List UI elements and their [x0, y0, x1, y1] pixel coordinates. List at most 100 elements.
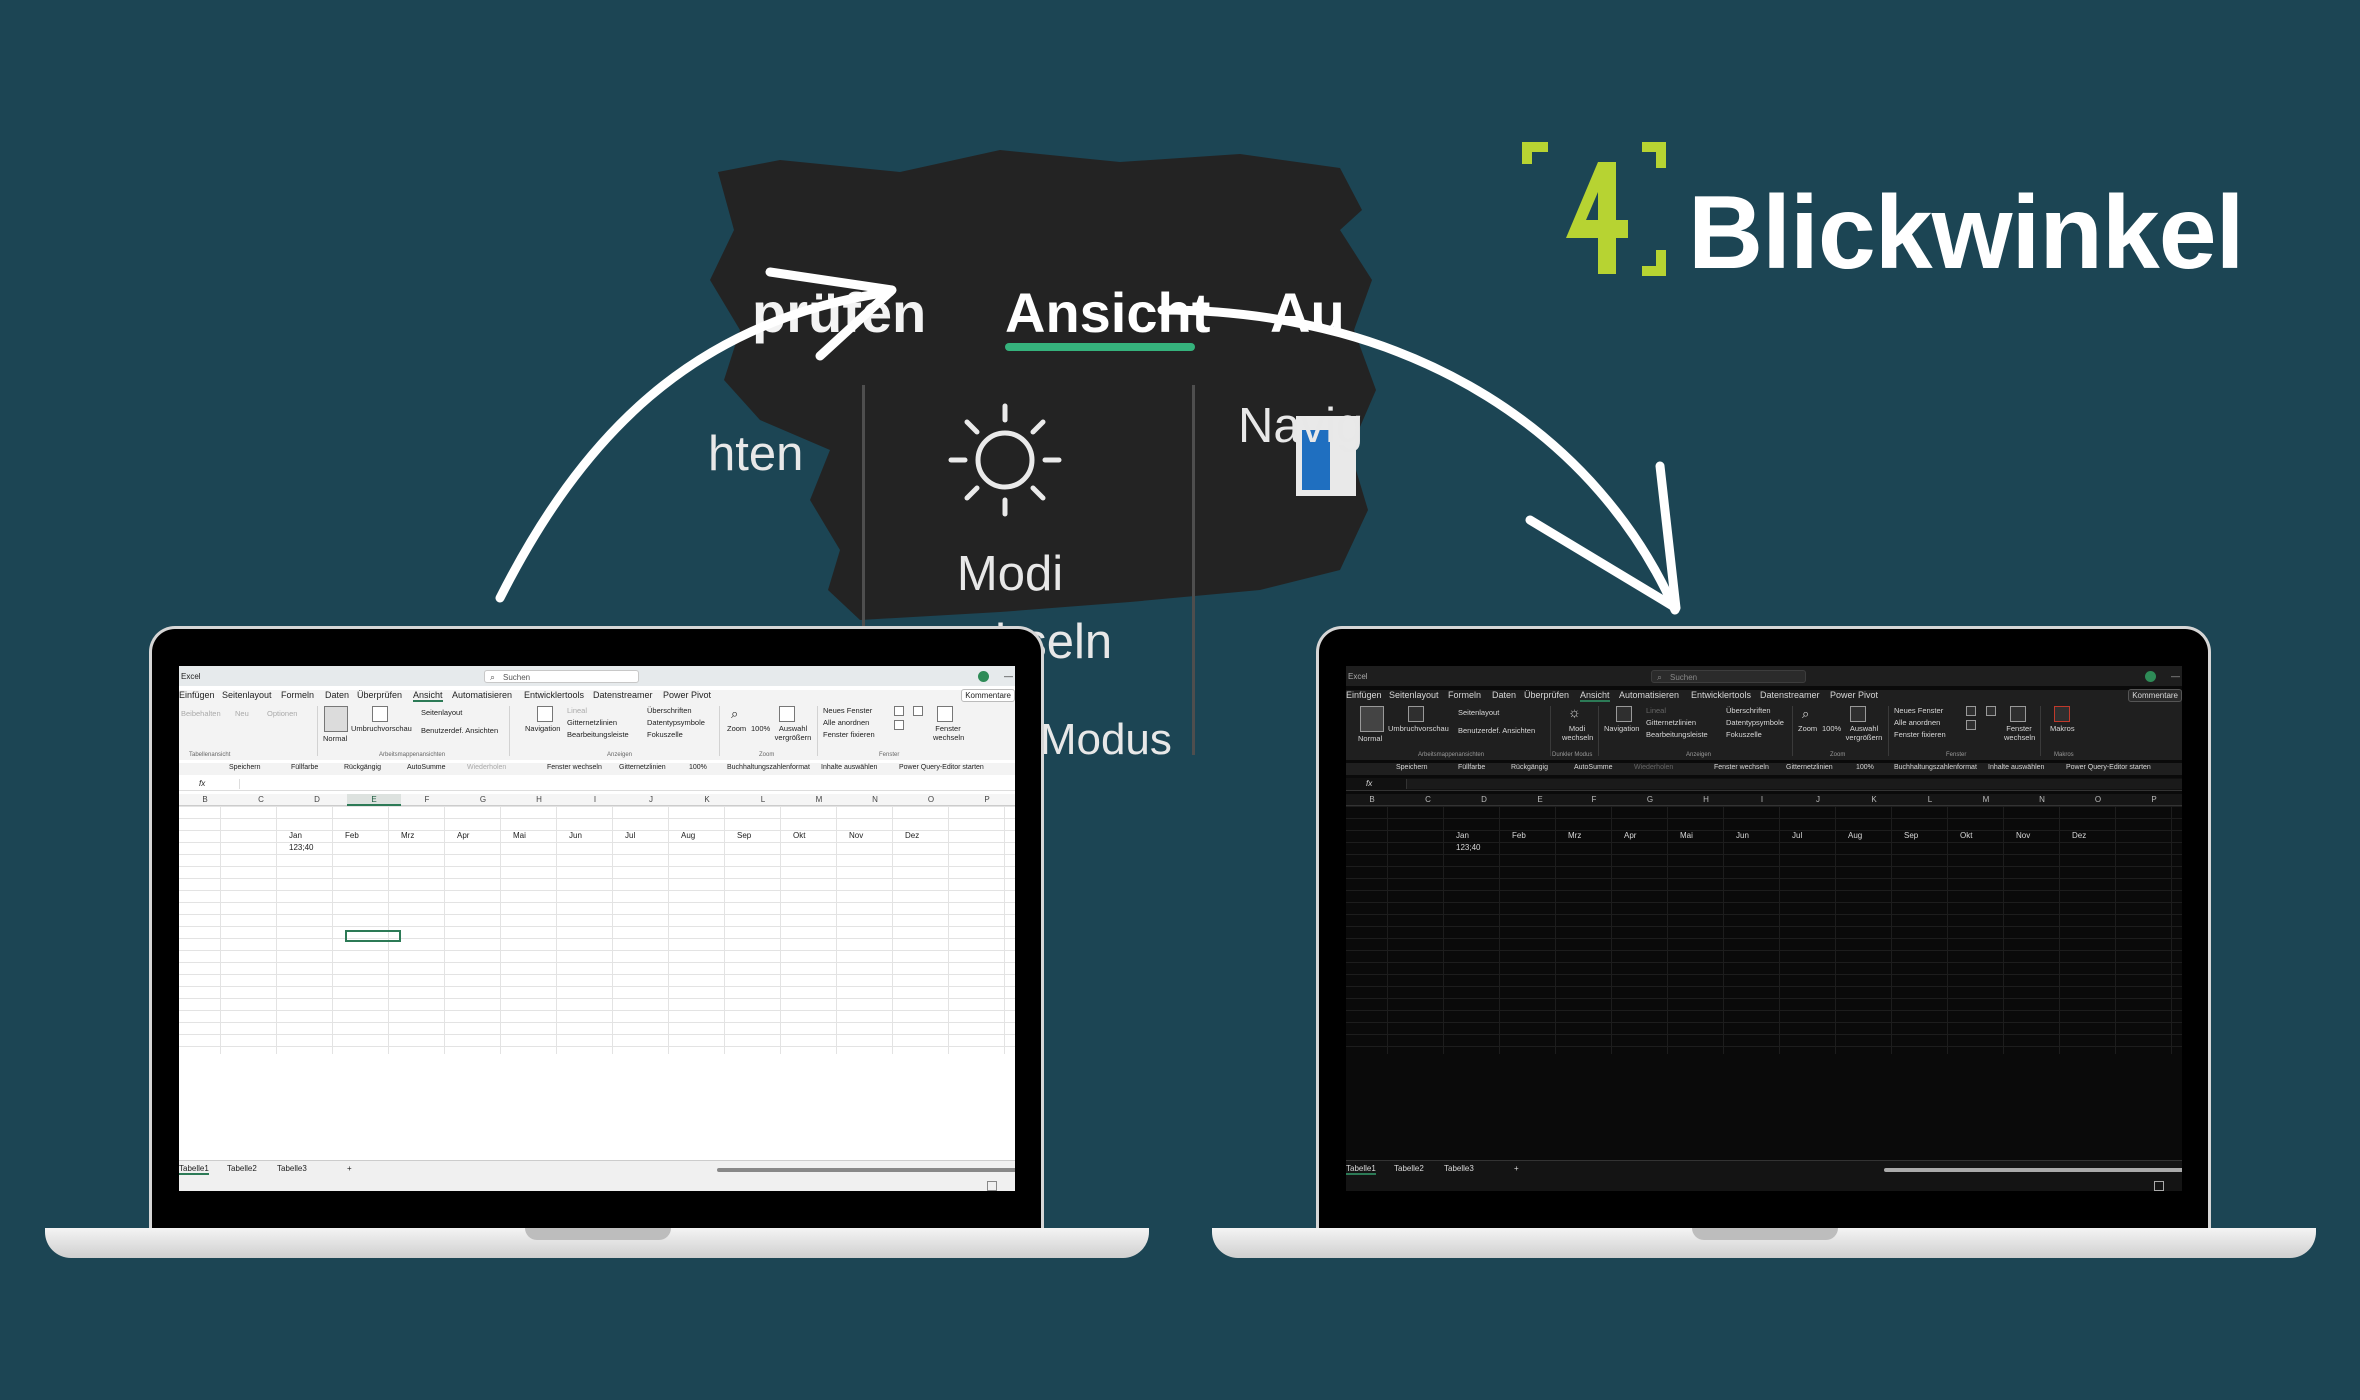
col-header[interactable]: P	[2151, 795, 2157, 804]
ribbon-zoom[interactable]: Zoom	[1798, 724, 1818, 733]
ribbon-arrange-all[interactable]: Alle anordnen	[823, 718, 870, 727]
ribbon-navigation[interactable]: Navigation	[525, 724, 561, 733]
ribbon-headings[interactable]: Überschriften	[647, 706, 692, 715]
qat-select[interactable]: Inhalte auswählen	[1988, 764, 2045, 771]
ribbon-pagebreak[interactable]: Umbruchvorschau	[351, 724, 412, 733]
ribbon-new-window[interactable]: Neues Fenster	[1894, 706, 1944, 715]
sheet-tab-3[interactable]: Tabelle3	[1444, 1164, 1474, 1173]
sheet-tab-2[interactable]: Tabelle2	[1394, 1164, 1424, 1173]
cell-month[interactable]: Apr	[457, 831, 470, 840]
ribbon-keep[interactable]: Beibehalten	[181, 709, 221, 718]
zoom-icon[interactable]: ⌕	[731, 706, 739, 721]
switch-windows-icon[interactable]	[2010, 706, 2026, 722]
navigation-icon[interactable]	[1296, 416, 1356, 496]
cell-value[interactable]: 123;40	[289, 843, 314, 852]
cell-month[interactable]: Aug	[681, 831, 696, 840]
tab-datenstreamer[interactable]: Datenstreamer	[1760, 690, 1820, 700]
col-header[interactable]: K	[1871, 795, 1877, 804]
horizontal-scrollbar[interactable]	[1884, 1168, 2182, 1172]
col-header-selected[interactable]: E	[347, 794, 401, 806]
search-input[interactable]: ⌕Suchen	[1651, 670, 1806, 683]
qat-accounting[interactable]: Buchhaltungszahlenformat	[1894, 764, 1977, 771]
col-header[interactable]: M	[815, 795, 823, 804]
cell-month[interactable]: Jan	[289, 831, 302, 840]
tab-ueberpruefen[interactable]: Überprüfen	[1524, 690, 1570, 700]
col-header[interactable]: P	[984, 795, 990, 804]
cell-month[interactable]: Mai	[513, 831, 526, 840]
qat-autosum[interactable]: AutoSumme	[407, 764, 446, 771]
ribbon-navigation[interactable]: Navigation	[1604, 724, 1640, 733]
ribbon-pagelayout[interactable]: Seitenlayout	[421, 708, 463, 717]
tab-ansicht[interactable]: Ansicht	[1580, 690, 1610, 702]
col-header[interactable]: D	[1481, 795, 1487, 804]
side-by-side-icon[interactable]	[1986, 706, 1996, 716]
page-view-icon[interactable]	[2154, 1181, 2164, 1191]
cell-month[interactable]: Jun	[569, 831, 582, 840]
comments-button[interactable]: Kommentare	[2128, 689, 2182, 702]
ribbon-new[interactable]: Neu	[235, 709, 249, 718]
qat-save[interactable]: Speichern	[1396, 764, 1428, 771]
tab-seitenlayout[interactable]: Seitenlayout	[222, 690, 272, 700]
ribbon-modes[interactable]: Modi wechseln	[1562, 724, 1594, 742]
formula-input[interactable]	[239, 779, 1015, 789]
pagebreak-icon[interactable]	[372, 706, 388, 722]
ribbon-ruler[interactable]: Lineal	[567, 706, 588, 715]
ribbon-switch-windows[interactable]: Fenster wechseln	[2004, 724, 2036, 742]
ribbon-macros[interactable]: Makros	[2050, 724, 2075, 733]
qat-powerquery[interactable]: Power Query-Editor starten	[2066, 764, 2151, 771]
tab-datenstreamer[interactable]: Datenstreamer	[593, 690, 653, 700]
minimize-icon[interactable]: —	[2171, 671, 2180, 681]
ribbon-new-window[interactable]: Neues Fenster	[823, 706, 873, 715]
tab-entwicklertools[interactable]: Entwicklertools	[1691, 690, 1752, 700]
qat-redo[interactable]: Wiederholen	[467, 764, 507, 771]
comments-button[interactable]: Kommentare	[961, 689, 1015, 702]
cell-month[interactable]: Mai	[1680, 831, 1693, 840]
qat-accounting[interactable]: Buchhaltungszahlenformat	[727, 764, 810, 771]
split-icon[interactable]	[894, 706, 904, 716]
col-header[interactable]: G	[479, 795, 487, 804]
formula-input[interactable]	[1406, 779, 2182, 789]
col-header[interactable]: F	[1591, 795, 1597, 804]
cell-month[interactable]: Sep	[737, 831, 752, 840]
col-header[interactable]: C	[258, 795, 264, 804]
qat-undo[interactable]: Rückgängig	[344, 764, 381, 771]
cell-month[interactable]: Jul	[1792, 831, 1803, 840]
ribbon-zoom[interactable]: Zoom	[727, 724, 747, 733]
col-header[interactable]: N	[872, 795, 878, 804]
ribbon-freeze[interactable]: Fenster fixieren	[1894, 730, 1946, 739]
cell-month[interactable]: Nov	[849, 831, 864, 840]
qat-gridlines[interactable]: Gitternetzlinien	[619, 764, 666, 771]
ribbon-custom-views[interactable]: Benutzerdef. Ansichten	[1458, 726, 1536, 735]
col-header[interactable]: B	[1369, 795, 1375, 804]
ribbon-focus-cell[interactable]: Fokuszelle	[1726, 730, 1762, 739]
ribbon-options[interactable]: Optionen	[267, 709, 298, 718]
horizontal-scrollbar[interactable]	[717, 1168, 1015, 1172]
tab-seitenlayout[interactable]: Seitenlayout	[1389, 690, 1439, 700]
zoom-selection-icon[interactable]	[1850, 706, 1866, 722]
sheet-tab-2[interactable]: Tabelle2	[227, 1164, 257, 1173]
qat-zoom[interactable]: 100%	[1856, 764, 1874, 771]
qat-switch[interactable]: Fenster wechseln	[547, 764, 602, 771]
col-header[interactable]: H	[1703, 795, 1709, 804]
qat-autosum[interactable]: AutoSumme	[1574, 764, 1613, 771]
ribbon-zoom100[interactable]: 100%	[751, 724, 771, 733]
ribbon-normal[interactable]: Normal	[323, 734, 348, 743]
cell-month[interactable]: Feb	[345, 831, 359, 840]
col-header[interactable]: I	[593, 795, 597, 804]
ribbon-focus-cell[interactable]: Fokuszelle	[647, 730, 683, 739]
col-header[interactable]: G	[1646, 795, 1654, 804]
col-header[interactable]: O	[927, 795, 935, 804]
normal-view-icon[interactable]	[324, 706, 348, 732]
sheet-tab-3[interactable]: Tabelle3	[277, 1164, 307, 1173]
hide-icon[interactable]	[894, 720, 904, 730]
side-by-side-icon[interactable]	[913, 706, 923, 716]
ribbon-pagelayout[interactable]: Seitenlayout	[1458, 708, 1500, 717]
sun-icon[interactable]	[945, 400, 1065, 520]
ribbon-arrange-all[interactable]: Alle anordnen	[1894, 718, 1941, 727]
qat-powerquery[interactable]: Power Query-Editor starten	[899, 764, 984, 771]
col-header[interactable]: O	[2094, 795, 2102, 804]
avatar[interactable]	[978, 671, 989, 682]
cell-month[interactable]: Feb	[1512, 831, 1526, 840]
tab-automatisieren[interactable]: Automatisieren	[1619, 690, 1680, 700]
cell-month[interactable]: Dez	[2072, 831, 2087, 840]
